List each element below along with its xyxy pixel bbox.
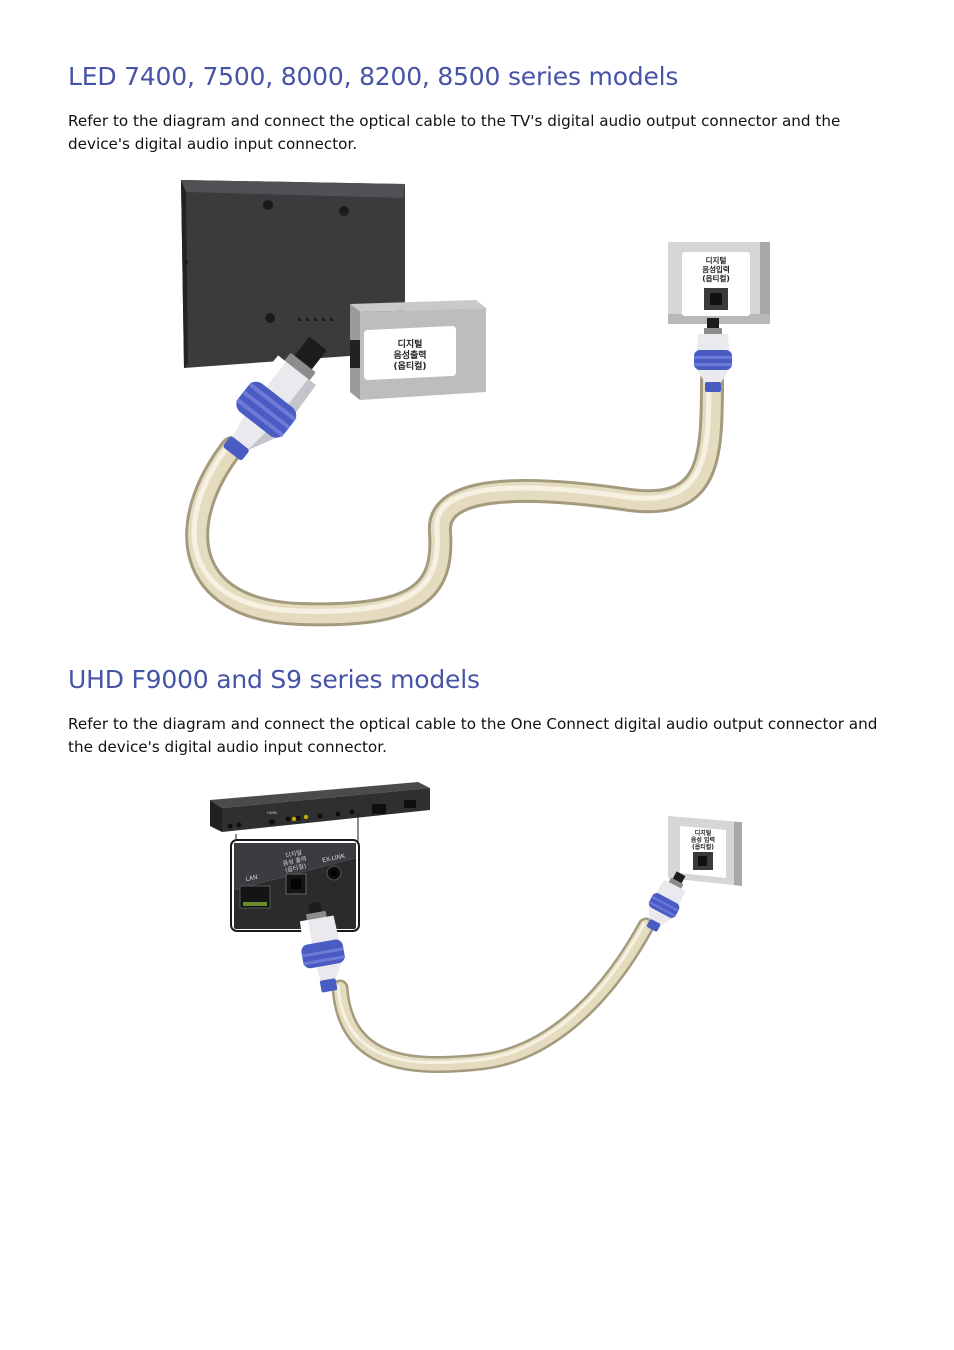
- device2-port-label-line3: (옵티컬): [692, 843, 714, 851]
- tv-side-connector: [223, 336, 327, 461]
- tv-back: [181, 180, 405, 368]
- section2-diagram: HDMI LAN 디지털 음성 출력 (옵티컬) EX-LINK 디지털 음성 …: [210, 782, 742, 1073]
- tv-optical-port-callout: 디지털 음성출력 (옵티컬): [350, 300, 486, 400]
- lan-label: LAN: [245, 874, 258, 883]
- device-port-label-line3: (옵티컬): [702, 273, 730, 283]
- device2-port-label-line1: 디지털: [695, 829, 712, 837]
- tv-port-label-line1: 디지털: [398, 338, 423, 350]
- section2-title: UHD F9000 and S9 series models: [68, 665, 480, 694]
- section1-diagram: 디지털 음성출력 (옵티컬) 디지털 음성입력 (옵티컬): [181, 180, 770, 627]
- section1-title: LED 7400, 7500, 8000, 8200, 8500 series …: [68, 62, 679, 91]
- device-port-label-line2: 음성입력: [702, 264, 730, 274]
- tv-port-label-line2: 음성출력: [393, 349, 426, 361]
- device2-side-connector: [646, 871, 686, 932]
- oneconnect-port-label-line1: 디지털: [285, 848, 303, 859]
- device-port-label-line1: 디지털: [706, 255, 727, 265]
- device-side-connector: [694, 318, 732, 392]
- device-optical-port-box: 디지털 음성입력 (옵티컬): [668, 242, 770, 324]
- tv-port-label-line3: (옵티컬): [393, 360, 426, 372]
- section2-description: Refer to the diagram and connect the opt…: [68, 715, 878, 756]
- optical-cable-2: [331, 917, 655, 1073]
- device2-port-label-line2: 음성 입력: [691, 836, 715, 844]
- device-optical-port-box-2: 디지털 음성 입력 (옵티컬): [668, 816, 742, 886]
- oneconnect-side-connector: [300, 901, 346, 993]
- ex-link-label: EX-LINK: [322, 852, 347, 864]
- one-connect-box: HDMI: [210, 782, 430, 832]
- svg-text:HDMI: HDMI: [267, 811, 276, 815]
- optical-cable: [185, 368, 724, 627]
- section1-description: Refer to the diagram and connect the opt…: [68, 112, 841, 153]
- one-connect-port-callout: LAN 디지털 음성 출력 (옵티컬) EX-LINK: [230, 839, 360, 932]
